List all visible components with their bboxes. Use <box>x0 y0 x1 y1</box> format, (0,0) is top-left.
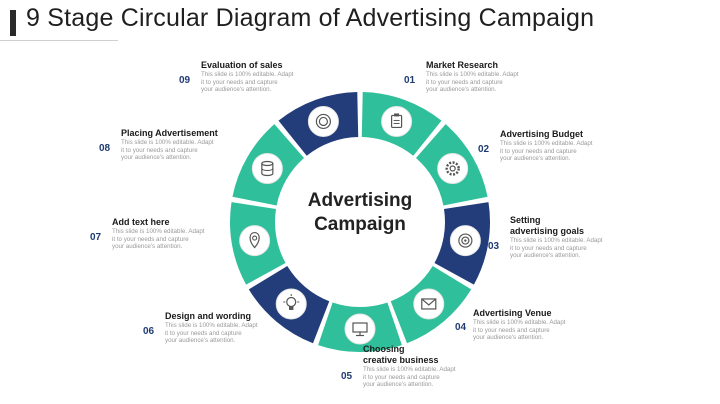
stage-number: 04 <box>455 322 467 333</box>
stage-desc-line: This slide is 100% editable. Adapt <box>201 71 294 78</box>
stage-02: 02 Advertising Budget This slide is 100%… <box>478 129 670 163</box>
stage-desc-line: This slide is 100% editable. Adapt <box>473 319 566 326</box>
stage-number: 03 <box>488 241 500 252</box>
stage-heading: Add text here <box>112 217 170 227</box>
stage-heading: Choosing <box>363 344 405 354</box>
stage-number: 01 <box>404 75 416 86</box>
stage-desc-line: your audience's attention. <box>510 252 581 260</box>
stage-desc-line: This slide is 100% editable. Adapt <box>363 366 456 373</box>
stage-desc-line: This slide is 100% editable. Adapt <box>112 228 205 235</box>
stage-01: 01 Market Research This slide is 100% ed… <box>404 60 596 94</box>
page-title: 9 Stage Circular Diagram of Advertising … <box>26 4 595 32</box>
stage-number: 08 <box>99 143 111 154</box>
gear-icon <box>437 153 469 184</box>
stage-desc-line: your audience's attention. <box>363 381 434 389</box>
stage-desc-line: your audience's attention. <box>165 337 236 345</box>
coin-icon <box>307 105 339 137</box>
clipboard-icon <box>381 105 413 137</box>
envelope-icon <box>413 288 445 320</box>
stage-04: 04 Advertising Venue This slide is 100% … <box>455 308 643 342</box>
stage-desc-line: it to your needs and capture <box>201 78 278 86</box>
location-pin-icon <box>239 225 271 257</box>
stage-desc-line: it to your needs and capture <box>500 147 577 155</box>
title-underline <box>0 40 118 41</box>
stage-desc-line: your audience's attention. <box>112 243 183 251</box>
stage-desc-line: it to your needs and capture <box>165 329 242 337</box>
stage-desc-line: This slide is 100% editable. Adapt <box>121 139 214 146</box>
stage-heading: Evaluation of sales <box>201 60 283 70</box>
database-icon <box>251 153 283 184</box>
title-accent-bar <box>10 10 16 36</box>
stage-desc-line: it to your needs and capture <box>363 373 440 381</box>
stage-08: 08 Placing Advertisement This slide is 1… <box>99 128 291 162</box>
center-circle <box>276 138 444 306</box>
stage-desc-line: it to your needs and capture <box>426 78 503 86</box>
stage-03: 03 Setting advertising goals This slide … <box>488 215 680 260</box>
stage-heading: Market Research <box>426 60 499 70</box>
stage-heading-line-2: advertising goals <box>510 226 585 236</box>
stage-number: 09 <box>179 75 191 86</box>
stage-desc-line: it to your needs and capture <box>510 244 587 252</box>
stage-number: 07 <box>90 232 102 243</box>
stage-06: 06 Design and wording This slide is 100%… <box>143 311 335 345</box>
stage-desc-line: your audience's attention. <box>426 86 497 94</box>
stage-heading-line-2: creative business <box>363 355 439 365</box>
stage-desc-line: This slide is 100% editable. Adapt <box>165 322 258 329</box>
center-title-line-2: Campaign <box>314 214 406 235</box>
lightbulb-icon <box>275 288 307 320</box>
monitor-icon <box>344 313 376 345</box>
target-icon <box>449 225 481 257</box>
stage-desc-line: This slide is 100% editable. Adapt <box>510 237 603 244</box>
stage-desc-line: This slide is 100% editable. Adapt <box>500 140 593 147</box>
stage-number: 06 <box>143 326 155 337</box>
stage-desc-line: your audience's attention. <box>500 155 571 163</box>
stage-09: 09 Evaluation of sales This slide is 100… <box>179 60 371 94</box>
stage-desc-line: This slide is 100% editable. Adapt <box>426 71 519 78</box>
stage-desc-line: your audience's attention. <box>121 154 192 162</box>
stage-number: 02 <box>478 144 490 155</box>
stage-heading: Advertising Venue <box>473 308 552 318</box>
stage-number: 05 <box>341 371 353 382</box>
stage-05: 05 Choosing creative business This slide… <box>341 344 533 389</box>
stage-desc-line: your audience's attention. <box>473 334 544 342</box>
stage-desc-line: your audience's attention. <box>201 86 272 94</box>
stage-desc-line: it to your needs and capture <box>473 326 550 334</box>
stage-heading: Setting <box>510 215 541 225</box>
stage-heading: Advertising Budget <box>500 129 584 139</box>
center-title-line-1: Advertising <box>307 190 413 211</box>
stage-heading: Design and wording <box>165 311 252 321</box>
stage-desc-line: it to your needs and capture <box>112 235 189 243</box>
stage-07: 07 Add text here This slide is 100% edit… <box>90 217 282 251</box>
stage-desc-line: it to your needs and capture <box>121 146 198 154</box>
stage-heading: Placing Advertisement <box>121 128 218 138</box>
